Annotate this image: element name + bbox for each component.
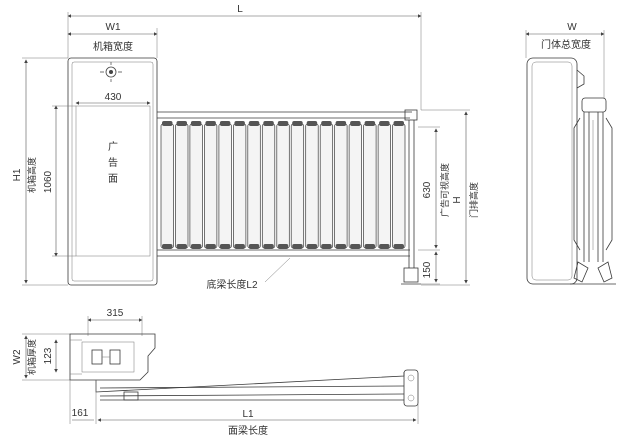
gate-slat-cap [205, 121, 216, 126]
label-W2: W2 [12, 349, 23, 364]
label-W1: W1 [106, 22, 121, 33]
gate-slat-cap [364, 121, 376, 126]
gate-slat-cap [263, 244, 274, 249]
label-cabinet-thickness: 机箱厚度 [26, 339, 37, 375]
ad-label-char-3: 面 [108, 174, 118, 185]
gate-slat-cap [350, 121, 361, 126]
gate-slat [160, 123, 174, 249]
gate-slat-cap [162, 244, 173, 249]
label-150: 150 [422, 261, 433, 278]
gate-slat-cap [379, 121, 390, 126]
gate-slat [204, 123, 218, 249]
gate-slat-cap [219, 121, 231, 126]
gate-slat [261, 123, 276, 249]
top-motor-block [81, 341, 135, 373]
gate-slat-cap [292, 244, 303, 249]
gate-slat [247, 123, 261, 249]
label-H1: H1 [12, 168, 23, 181]
ad-label-char-2: 告 [108, 156, 118, 169]
label-L1: L1 [242, 409, 254, 420]
gate-slat [363, 123, 377, 249]
label-door-total-width: 门体总宽度 [541, 38, 591, 51]
label-H: H [452, 196, 463, 203]
gate-slat-cap [321, 244, 332, 249]
gate-slat-cap [176, 121, 187, 126]
gate-frame [157, 109, 421, 285]
gate-slat-cap [306, 121, 318, 126]
gate-slat-cap [176, 244, 187, 249]
gate-slat [319, 123, 334, 249]
label-W: W [567, 22, 577, 33]
gate-slat [305, 123, 319, 249]
side-view: W 门体总宽度 [525, 22, 616, 285]
gate-slat [334, 123, 348, 249]
gate-slat-cap [292, 121, 303, 126]
gate-slat-cap [234, 244, 245, 249]
gate-slat-cap [335, 244, 347, 249]
gate-slat-cap [335, 121, 347, 126]
label-1060: 1060 [43, 170, 54, 193]
gate-slat-cap [321, 121, 332, 126]
gate-slats [160, 121, 406, 249]
cabinet-lock-icon [100, 62, 122, 82]
label-430: 430 [105, 92, 122, 103]
gate-slat [377, 123, 391, 249]
top-view: 315 W2 机箱厚度 123 161 [12, 308, 419, 437]
gate-slat [348, 123, 362, 249]
gate-slat-cap [234, 121, 245, 126]
top-beam-upper [95, 372, 405, 393]
gate-slat [175, 123, 189, 249]
gate-slat-cap [248, 244, 260, 249]
label-base-beam: 底梁长度L2 [206, 278, 258, 291]
gate-slat-cap [263, 121, 274, 126]
gate-slat-cap [393, 244, 404, 249]
label-123: 123 [43, 347, 54, 364]
gate-slat-cap [248, 121, 260, 126]
label-row-height: 门排高度 [468, 182, 479, 218]
label-cabinet-width: 机箱宽度 [93, 40, 133, 53]
gate-slat-cap [277, 121, 289, 126]
gate-slat-cap [364, 244, 376, 249]
label-161: 161 [72, 408, 89, 419]
side-cabinet [526, 57, 578, 285]
gate-slat-cap [219, 244, 231, 249]
gate-slat [233, 123, 247, 249]
front-view: L W1 机箱宽度 430 广 告 面 H1 机箱高度 1060 [12, 4, 479, 291]
gate-slat-cap [379, 244, 390, 249]
gate-slat [276, 123, 290, 249]
label-315: 315 [107, 308, 124, 319]
label-L: L [237, 4, 243, 15]
gate-slat-cap [190, 121, 202, 126]
ad-label-char-1: 广 [108, 141, 118, 153]
label-ad-visible-height: 广告可视高度 [439, 163, 450, 217]
gate-slat-cap [190, 244, 202, 249]
side-arm-head [581, 97, 607, 113]
cabinet-body [67, 57, 158, 286]
gate-slat-cap [306, 244, 318, 249]
gate-slat [189, 123, 203, 249]
gate-slat-cap [350, 244, 361, 249]
gate-slat-cap [162, 121, 173, 126]
label-cabinet-height: 机箱高度 [26, 157, 37, 193]
gate-slat-cap [205, 244, 216, 249]
top-beam-end [403, 369, 419, 407]
label-face-beam: 面梁长度 [228, 424, 268, 437]
leader-base-beam [264, 257, 291, 283]
gate-slat [218, 123, 232, 249]
gate-slat [392, 123, 406, 249]
cabinet-inner-frame [71, 61, 154, 282]
top-cabinet [69, 333, 156, 381]
label-630: 630 [422, 181, 433, 198]
gate-slat-cap [277, 244, 289, 249]
gate-slat-cap [393, 121, 404, 126]
gate-slat [290, 123, 305, 249]
ad-panel [75, 105, 151, 257]
